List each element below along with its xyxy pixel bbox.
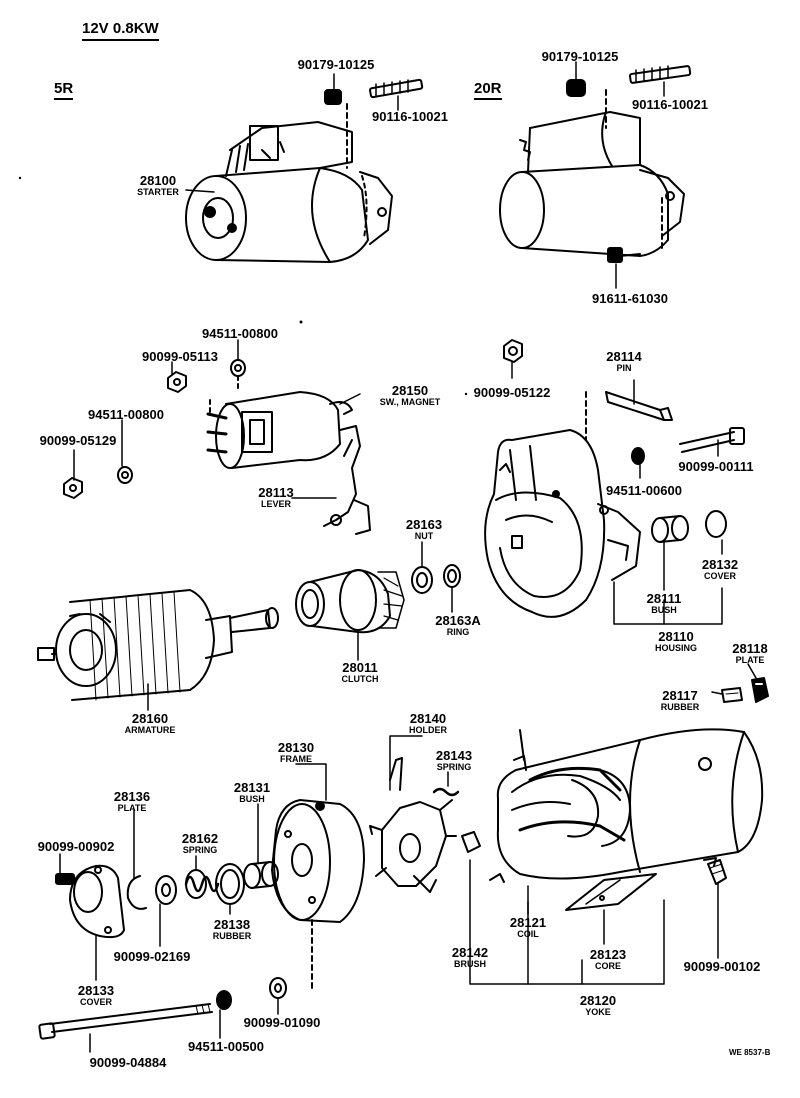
label-94511-00500: 94511-00500 <box>188 1039 264 1054</box>
brush-28142 <box>461 831 481 853</box>
screw-90099-00102 <box>707 859 727 885</box>
label-90179-10125-5r: 90179-10125 <box>297 57 375 72</box>
diagram-title: 12V 0.8KW <box>82 20 159 41</box>
label-28136-plate: 28136 PLATE <box>113 789 151 813</box>
label-28138-rubber: 28138 RUBBER <box>212 917 252 941</box>
label-28150-switch: 28150 SW., MAGNET <box>379 383 441 407</box>
screw-90099-00902 <box>55 873 75 885</box>
label-90099-04884: 90099-04884 <box>89 1055 167 1070</box>
label-90099-05129: 90099-05129 <box>39 433 117 448</box>
label-90099-00902: 90099-00902 <box>37 839 115 854</box>
label-28132-cover: 28132 COVER <box>701 557 739 581</box>
washer-90099-02169 <box>155 875 177 905</box>
label-94511-00800-a: 94511-00800 <box>202 326 278 341</box>
plate-28118 <box>751 677 769 703</box>
label-28140-holder: 28140 HOLDER <box>409 711 447 735</box>
core-28123 <box>565 873 657 911</box>
bracket-yoke <box>469 859 665 985</box>
washer-94511-00500 <box>216 990 232 1010</box>
label-28100-starter: 28100 STARTER <box>137 173 179 197</box>
washer-94511-00800-a <box>230 359 246 377</box>
housing-drawing <box>484 429 641 618</box>
nut-90099-05113 <box>167 371 187 393</box>
starter-5r-drawing <box>185 121 393 263</box>
nut-28163 <box>411 566 433 594</box>
label-28114-pin: 28114 PIN <box>606 349 642 373</box>
magnet-switch-drawing <box>206 391 353 469</box>
spring-28162 <box>184 869 220 899</box>
clutch-drawing <box>295 569 405 634</box>
pin-28114 <box>605 391 673 421</box>
bolt-90099-00111 <box>679 427 745 453</box>
label-28123-core: 28123 CORE <box>589 947 627 971</box>
starter-20r-drawing <box>499 111 685 257</box>
variant-20r-label: 20R <box>474 80 502 100</box>
label-28113-lever: 28113 LEVER <box>258 485 294 509</box>
lever-drawing <box>323 425 371 535</box>
stud-90116-10021-20r <box>628 65 692 84</box>
label-28160-armature: 28160 ARMATURE <box>124 711 176 735</box>
label-28142-brush: 28142 BRUSH <box>451 945 489 969</box>
label-28131-bush: 28131 BUSH <box>233 780 271 804</box>
nut-90099-01090 <box>269 977 287 999</box>
cover-28133 <box>69 864 125 939</box>
label-28162-spring: 28162 SPRING <box>181 831 219 855</box>
cover-28132 <box>705 510 727 538</box>
label-94511-00600: 94511-00600 <box>606 483 682 498</box>
nut-90179-10125-5r <box>324 89 342 105</box>
label-28130-frame: 28130 FRAME <box>277 740 315 764</box>
nut-90099-05122 <box>503 339 523 363</box>
rubber-28117 <box>721 687 743 703</box>
label-90099-00111: 90099-00111 <box>678 459 754 474</box>
yoke-drawing <box>489 728 764 883</box>
spring-28143 <box>432 787 460 797</box>
brush-holder-drawing <box>369 757 457 893</box>
label-28163-nut: 28163 NUT <box>405 517 443 541</box>
ring-28163A <box>443 564 461 588</box>
variant-5r-label: 5R <box>54 80 74 100</box>
nut-90099-05129 <box>63 477 83 499</box>
label-90099-00102: 90099-00102 <box>683 959 761 974</box>
label-90099-02169: 90099-02169 <box>113 949 191 964</box>
bolt-91611-61030 <box>607 247 641 263</box>
leader-lines <box>59 61 757 1053</box>
armature-drawing <box>37 589 279 701</box>
label-28121-coil: 28121 COIL <box>509 915 547 939</box>
label-28118-plate: 28118 PLATE <box>732 641 768 665</box>
label-28133-cover: 28133 COVER <box>77 983 115 1007</box>
bush-28111 <box>651 515 689 543</box>
label-90099-01090: 90099-01090 <box>243 1015 321 1030</box>
label-90179-10125-20r: 90179-10125 <box>541 49 619 64</box>
label-28163A-ring: 28163A RING <box>435 613 481 637</box>
drawing-code: WE 8537-B <box>729 1048 771 1057</box>
label-28011-clutch: 28011 CLUTCH <box>341 660 379 684</box>
label-94511-00800-b: 94511-00800 <box>88 407 164 422</box>
label-90116-10021-20r: 90116-10021 <box>632 97 708 112</box>
label-28111-bush: 28111 BUSH <box>646 591 682 615</box>
label-90099-05122: 90099-05122 <box>473 385 551 400</box>
label-90099-05113: 90099-05113 <box>142 349 218 364</box>
label-91611-61030: 91611-61030 <box>592 291 668 306</box>
label-28120-yoke: 28120 YOKE <box>579 993 617 1017</box>
nut-90179-10125-20r <box>566 79 586 97</box>
frame-drawing <box>271 799 365 923</box>
stud-90116-10021-5r <box>369 78 424 99</box>
rubber-28138 <box>215 863 245 905</box>
label-28110-housing: 28110 HOUSING <box>654 629 698 653</box>
bracket-housing <box>613 581 723 625</box>
washer-94511-00800-b <box>117 466 133 484</box>
washer-94511-00600 <box>631 447 645 465</box>
bush-28131 <box>243 861 279 889</box>
label-90116-10021-5r: 90116-10021 <box>372 109 448 124</box>
plate-28136 <box>126 875 147 910</box>
through-bolt-90099-04884 <box>38 1003 213 1040</box>
label-28117-rubber: 28117 RUBBER <box>660 688 700 712</box>
label-28143-spring: 28143 SPRING <box>435 748 473 772</box>
